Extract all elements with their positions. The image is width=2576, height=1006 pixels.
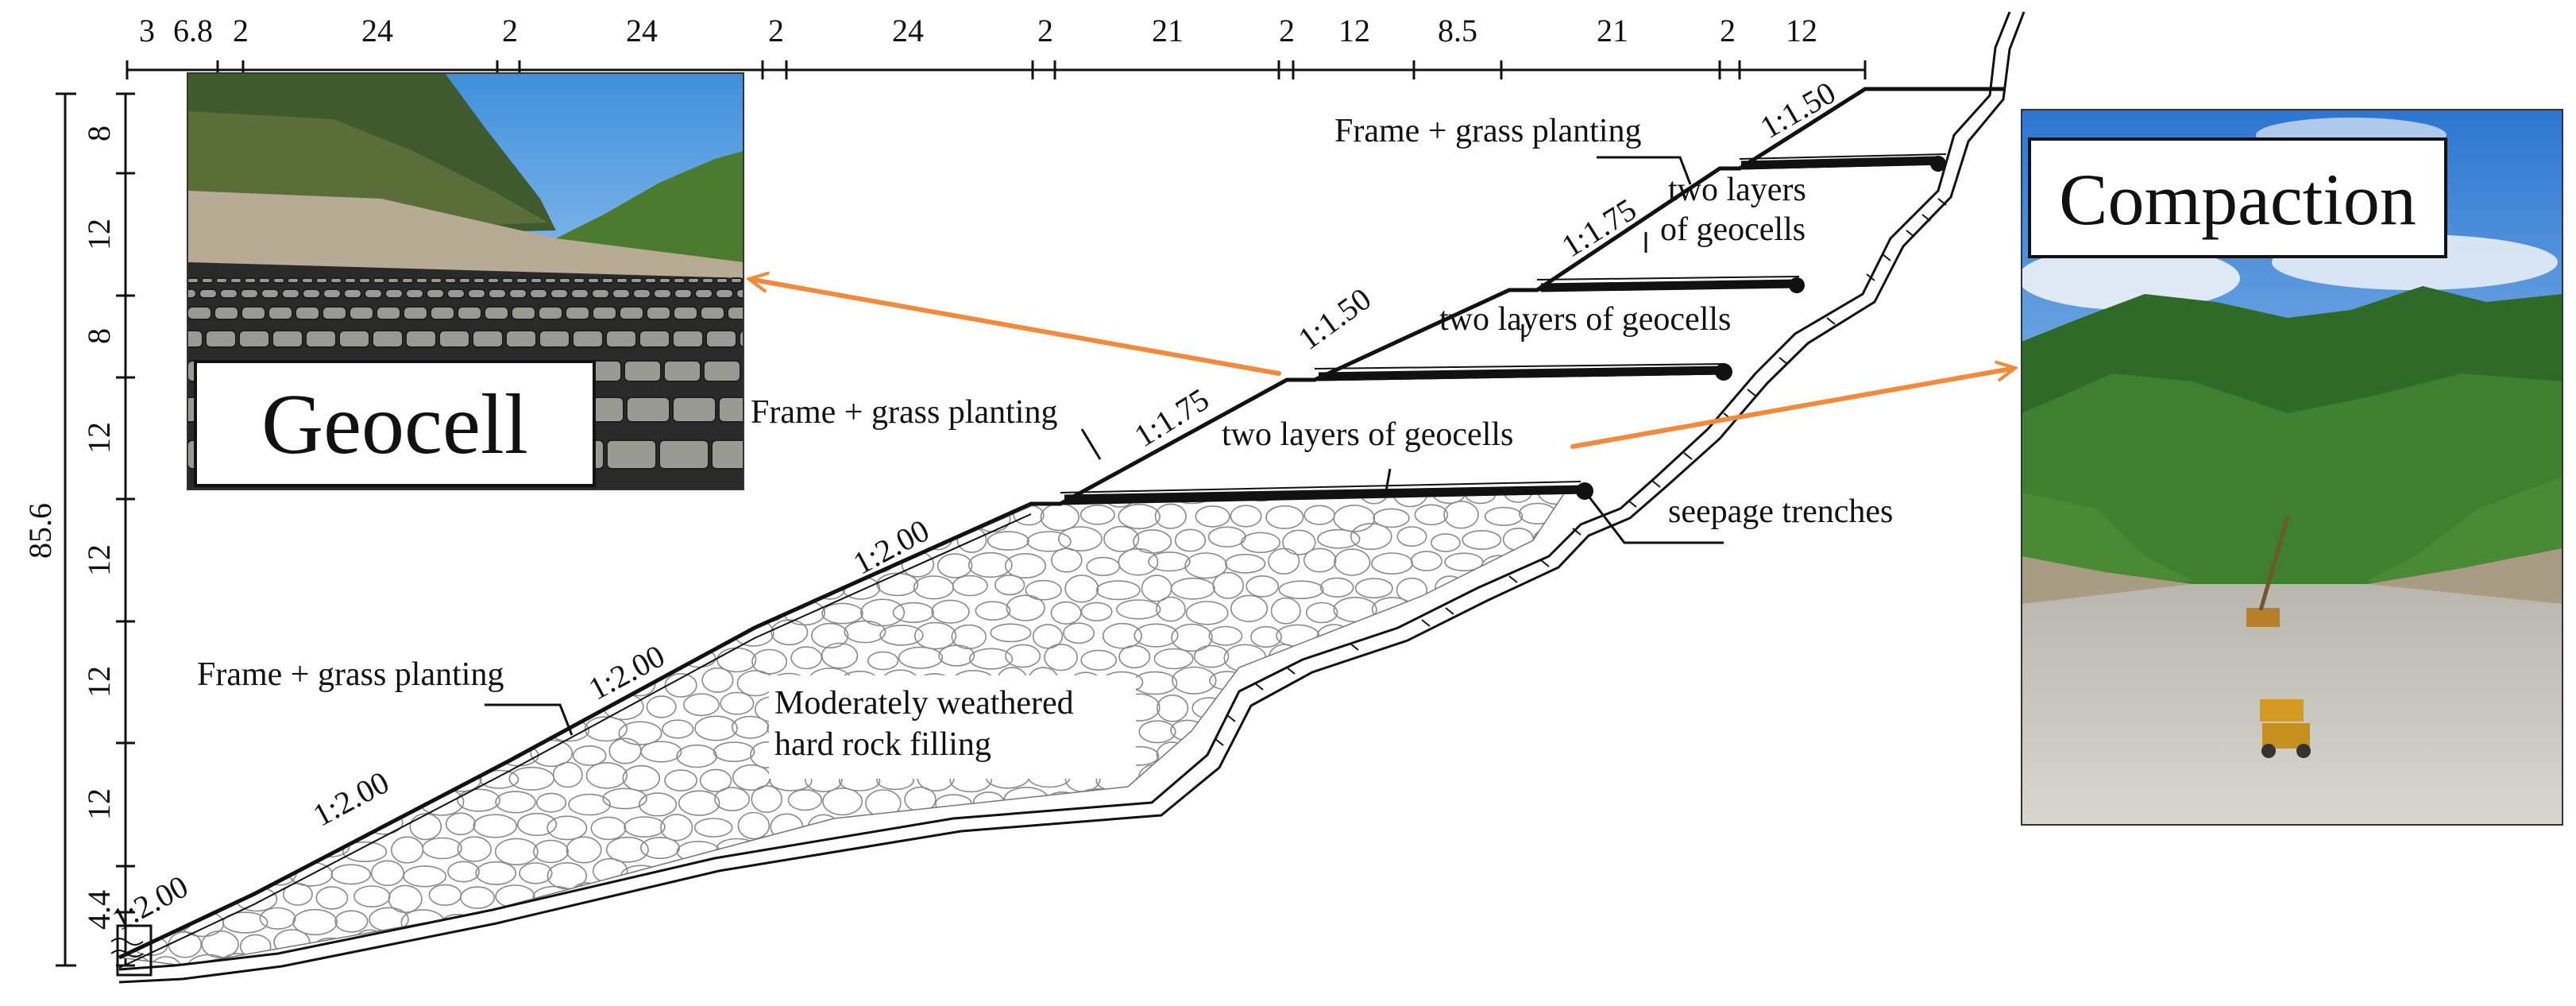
top-dim-label: 2 <box>1037 13 1053 48</box>
slope-ratio: 1:1.75 <box>1555 192 1643 265</box>
top-dim-label: 12 <box>1338 13 1370 48</box>
arrow-to-geocell-photo <box>753 280 1281 376</box>
original-ground-profile <box>118 11 2026 984</box>
top-dim-label: 2 <box>1279 13 1295 48</box>
rock-fill-label-box <box>769 675 1136 779</box>
geocell-title: Geocell <box>261 377 528 472</box>
toe-drain <box>110 924 153 977</box>
top-dim-label: 2 <box>233 13 249 48</box>
slope-ratio: 1:2.00 <box>307 764 394 833</box>
slope-ratio: 1:1.50 <box>1754 75 1841 146</box>
left-dim-label: 8 <box>81 328 117 344</box>
top-dimension-line <box>126 60 1867 79</box>
top-dim-label: 8.5 <box>1438 13 1477 48</box>
top-dim-label: 24 <box>361 13 393 48</box>
compaction-photo <box>2022 110 2562 825</box>
diagram-labels: Frame + grass planting two layers of geo… <box>197 113 1893 779</box>
top-dim-label: 12 <box>1786 13 1817 48</box>
left-dim-label: 8 <box>81 126 117 141</box>
rock-fill-label-line2: hard rock filling <box>774 726 991 763</box>
left-dim-label: 4.4 <box>81 890 117 930</box>
left-dim-label: 12 <box>81 544 117 576</box>
top-dim-label: 21 <box>1152 13 1184 48</box>
berm-platforms <box>1060 88 2006 505</box>
left-dim-label: 12 <box>81 219 117 250</box>
top-dim-label: 6.8 <box>173 13 213 48</box>
top-dim-label: 24 <box>626 13 658 48</box>
arrow-to-compaction-photo <box>1570 369 2011 449</box>
geocell-photo <box>187 73 743 489</box>
compaction-title: Compaction <box>2059 159 2416 240</box>
two-layers-geocells-label-low: two layers of geocells <box>1222 416 1513 453</box>
geocell-photo-frame <box>187 72 744 490</box>
seepage-trenches-label: seepage trenches <box>1668 493 1893 530</box>
top-dim-label: 2 <box>502 13 518 48</box>
top-dim-label: 2 <box>768 13 784 48</box>
left-dim-label: 12 <box>81 666 117 698</box>
original-ground-hatching <box>1215 198 1947 746</box>
compaction-title-box: Compaction <box>2028 137 2447 258</box>
top-dimension-labels: 3 6.8 2 24 2 24 2 24 2 21 2 12 8.5 21 2 … <box>139 13 1817 48</box>
frame-grass-label-mid: Frame + grass planting <box>751 394 1057 431</box>
leader-lines <box>485 156 1724 736</box>
slope-surface <box>118 87 2006 969</box>
two-layers-label-line1: two layers <box>1668 172 1806 208</box>
rock-fill-label-line1: Moderately weathered <box>774 685 1074 722</box>
top-dim-label: 21 <box>1597 13 1628 48</box>
geocell-title-box: Geocell <box>194 360 596 487</box>
left-dim-label: 12 <box>81 422 117 454</box>
compaction-photo-frame <box>2021 109 2563 826</box>
geocell-layers <box>1064 156 1939 504</box>
frame-grass-label-top: Frame + grass planting <box>1334 113 1641 149</box>
left-dim-label: 12 <box>81 788 117 820</box>
two-layers-label-line2: of geocells <box>1660 211 1806 248</box>
total-height-label: 85.6 <box>22 503 58 559</box>
left-dimension-labels: 8 12 8 12 12 12 12 4.4 85.6 <box>22 126 117 930</box>
two-layers-geocells-label-mid: two layers of geocells <box>1439 301 1731 338</box>
top-dim-label: 2 <box>1720 13 1736 48</box>
slope-ratio: 1:1.50 <box>1292 281 1377 357</box>
top-dim-label: 3 <box>139 13 155 48</box>
pointer-arrows <box>753 280 2011 449</box>
top-dim-label: 24 <box>892 13 924 48</box>
frame-grass-label-low: Frame + grass planting <box>197 656 504 693</box>
